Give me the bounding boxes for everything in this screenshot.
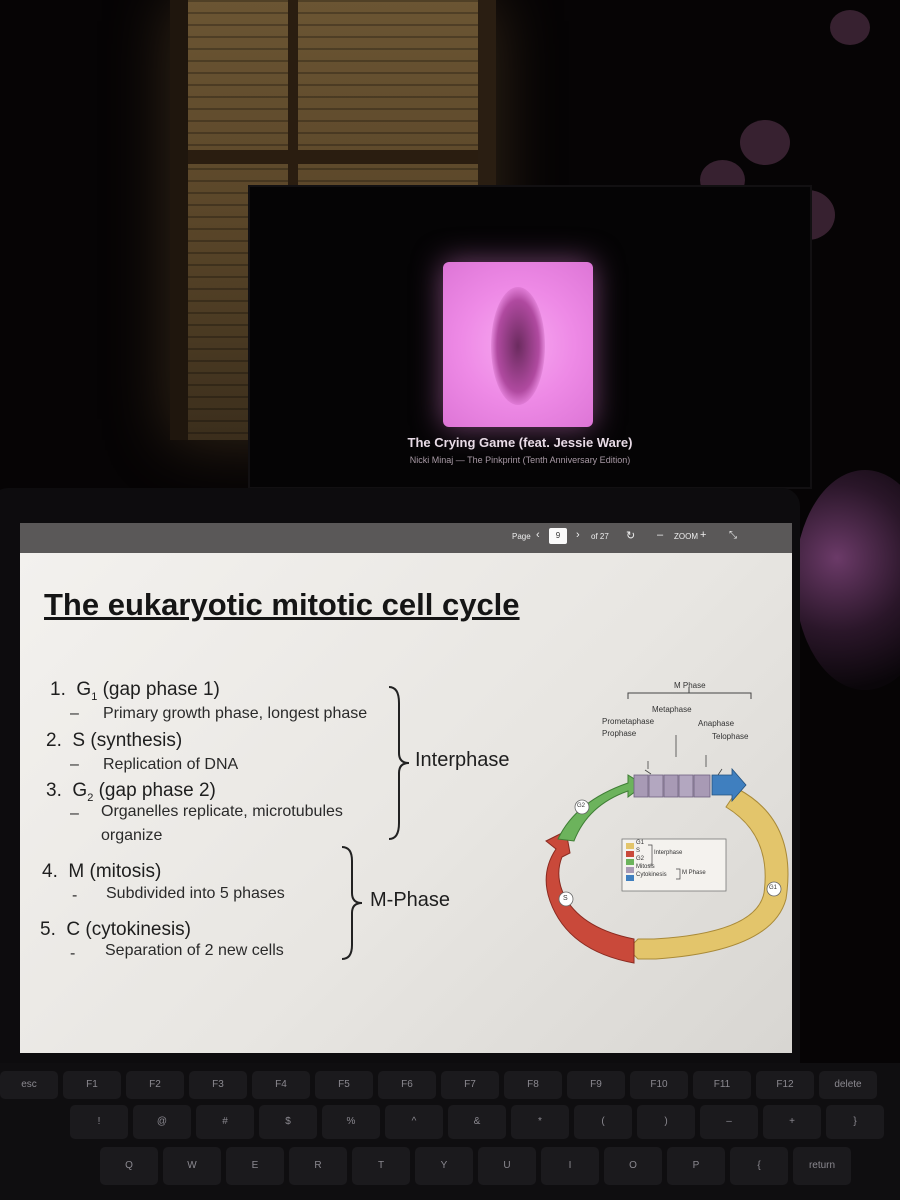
- list-detail-continued: organize: [101, 827, 163, 844]
- key-t[interactable]: T: [352, 1147, 410, 1185]
- key-[interactable]: +: [763, 1105, 821, 1139]
- key-w[interactable]: W: [163, 1147, 221, 1185]
- slide: The eukaryotic mitotic cell cycle 1. G1 …: [20, 553, 792, 1053]
- list-detail: Separation of 2 new cells: [105, 942, 284, 959]
- list-item: 4. M (mitosis): [42, 861, 162, 882]
- key-p[interactable]: P: [667, 1147, 725, 1185]
- legend-mitosis: Mitosis: [636, 864, 655, 870]
- legend-s: S: [636, 848, 641, 854]
- list-item: 2. S (synthesis): [46, 730, 183, 751]
- legend-g1: G1: [636, 840, 645, 846]
- list-item: 1. G1 (gap phase 1): [50, 679, 220, 703]
- next-page-button[interactable]: ›: [576, 529, 580, 541]
- legend-interphase: Interphase: [654, 850, 683, 856]
- s-badge: S: [563, 895, 568, 902]
- list-detail: Primary growth phase, longest phase: [103, 705, 368, 722]
- list-item: 5. C (cytokinesis): [40, 919, 191, 940]
- list-item: 3. G2 (gap phase 2): [46, 780, 216, 804]
- list-dash: –: [70, 705, 79, 722]
- lamp-globe: [795, 470, 900, 690]
- laptop-screen: Page ‹ 9 › of 27 ↻ – ZOOM + ⤡ The eukary…: [20, 523, 792, 1053]
- key-q[interactable]: Q: [100, 1147, 158, 1185]
- key-delete[interactable]: delete: [819, 1071, 877, 1099]
- key-[interactable]: $: [259, 1105, 317, 1139]
- pdf-toolbar: Page ‹ 9 › of 27 ↻ – ZOOM + ⤡: [20, 523, 792, 553]
- legend-cytokinesis: Cytokinesis: [636, 872, 667, 878]
- legend-g2: G2: [636, 856, 645, 862]
- rotate-icon[interactable]: ↻: [626, 530, 636, 542]
- prometaphase-label: Prometaphase: [602, 717, 655, 726]
- key-[interactable]: }: [826, 1105, 884, 1139]
- key-f7[interactable]: F7: [441, 1071, 499, 1099]
- key-f1[interactable]: F1: [63, 1071, 121, 1099]
- track-title: The Crying Game (feat. Jessie Ware): [407, 435, 633, 450]
- key-f6[interactable]: F6: [378, 1071, 436, 1099]
- list-dash: -: [72, 887, 78, 904]
- key-[interactable]: @: [133, 1105, 191, 1139]
- key-f11[interactable]: F11: [693, 1071, 751, 1099]
- key-f4[interactable]: F4: [252, 1071, 310, 1099]
- anaphase-label: Anaphase: [698, 719, 735, 728]
- key-[interactable]: %: [322, 1105, 380, 1139]
- key-[interactable]: !: [70, 1105, 128, 1139]
- key-f5[interactable]: F5: [315, 1071, 373, 1099]
- list-dash: -: [70, 945, 76, 962]
- key-f8[interactable]: F8: [504, 1071, 562, 1099]
- fit-page-icon[interactable]: ⤡: [729, 530, 737, 541]
- key-esc[interactable]: esc: [0, 1071, 58, 1099]
- key-o[interactable]: O: [604, 1147, 662, 1185]
- key-y[interactable]: Y: [415, 1147, 473, 1185]
- key-u[interactable]: U: [478, 1147, 536, 1185]
- key-[interactable]: *: [511, 1105, 569, 1139]
- list-detail: Subdivided into 5 phases: [106, 885, 285, 902]
- key-f3[interactable]: F3: [189, 1071, 247, 1099]
- g1-badge: G1: [769, 885, 778, 891]
- zoom-out-button[interactable]: –: [657, 529, 664, 541]
- key-[interactable]: #: [196, 1105, 254, 1139]
- key-[interactable]: &: [448, 1105, 506, 1139]
- track-artist: Nicki Minaj — The Pinkprint (Tenth Anniv…: [409, 455, 631, 465]
- key-f2[interactable]: F2: [126, 1071, 184, 1099]
- key-[interactable]: ): [637, 1105, 695, 1139]
- key-i[interactable]: I: [541, 1147, 599, 1185]
- m-phase-label: M Phase: [674, 681, 706, 690]
- album-cover: [443, 262, 593, 427]
- slide-title: The eukaryotic mitotic cell cycle: [44, 587, 520, 622]
- interphase-label: Interphase: [415, 749, 510, 771]
- list-dash: –: [70, 805, 79, 822]
- page-total: of 27: [591, 532, 609, 541]
- list-detail: Replication of DNA: [103, 756, 239, 773]
- key-f12[interactable]: F12: [756, 1071, 814, 1099]
- prev-page-button[interactable]: ‹: [536, 529, 540, 541]
- interphase-brace: [388, 686, 410, 840]
- metaphase-label: Metaphase: [652, 705, 692, 714]
- key-[interactable]: {: [730, 1147, 788, 1185]
- key-[interactable]: ^: [385, 1105, 443, 1139]
- key-r[interactable]: R: [289, 1147, 347, 1185]
- list-dash: –: [70, 756, 79, 773]
- mphase-label: M-Phase: [370, 889, 451, 911]
- key-f9[interactable]: F9: [567, 1071, 625, 1099]
- page-label: Page: [512, 532, 531, 541]
- telophase-label: Telophase: [712, 732, 749, 741]
- list-detail: Organelles replicate, microtubules: [101, 803, 343, 820]
- prophase-label: Prophase: [602, 729, 637, 738]
- zoom-label: ZOOM: [674, 532, 698, 541]
- key-e[interactable]: E: [226, 1147, 284, 1185]
- key-f10[interactable]: F10: [630, 1071, 688, 1099]
- cell-cycle-diagram: M Phase Metaphase Prometaphase Prophase …: [536, 681, 792, 991]
- legend-m-phase: M Phase: [682, 870, 706, 876]
- key-[interactable]: –: [700, 1105, 758, 1139]
- mphase-brace: [341, 846, 363, 960]
- key-return[interactable]: return: [793, 1147, 851, 1185]
- page-number-input[interactable]: 9: [549, 528, 567, 544]
- key-[interactable]: (: [574, 1105, 632, 1139]
- g2-badge: G2: [577, 803, 586, 809]
- zoom-in-button[interactable]: +: [700, 529, 707, 541]
